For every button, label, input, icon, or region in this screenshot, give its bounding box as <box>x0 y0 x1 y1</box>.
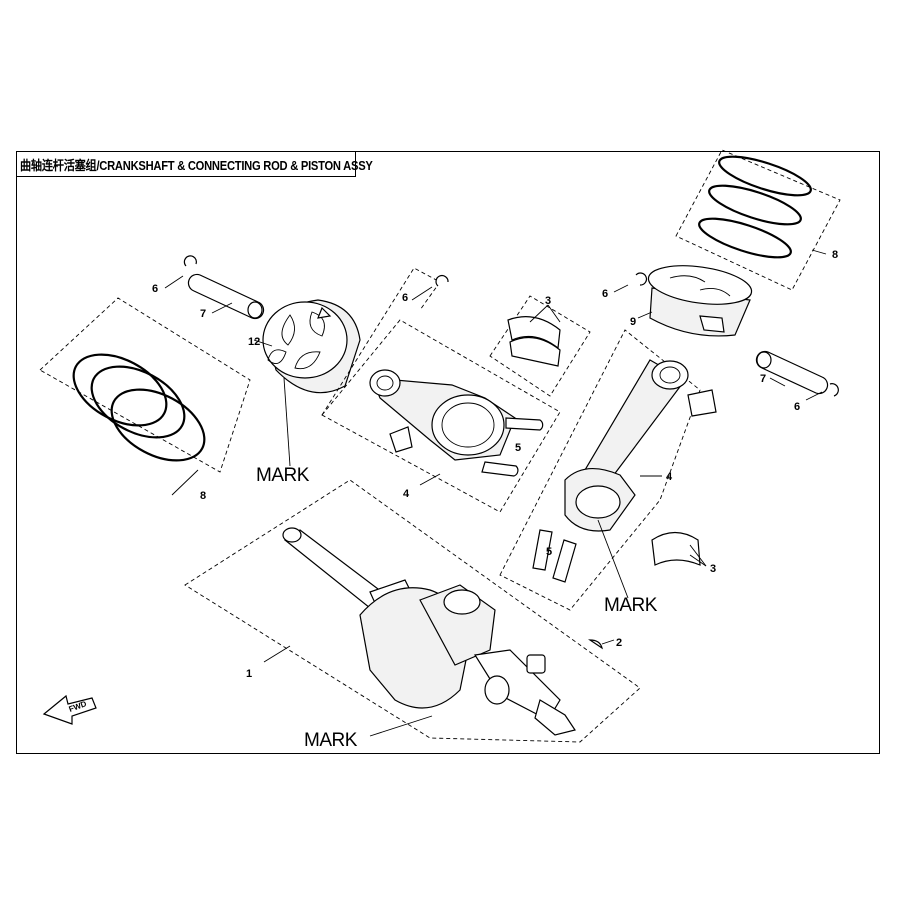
callout-9: 9 <box>630 316 636 328</box>
piston-rings-left <box>39 297 251 496</box>
callout-7-right: 7 <box>760 373 766 385</box>
callout-6-left: 6 <box>152 283 158 295</box>
fwd-arrow-icon: FWD <box>42 694 97 725</box>
mark-label-piston: MARK <box>256 465 310 486</box>
diagram-frame <box>16 151 880 754</box>
piston-left <box>253 299 361 467</box>
callout-8-right: 8 <box>832 249 838 261</box>
callout-4-right: 4 <box>666 471 673 483</box>
callout-4-left: 4 <box>403 488 410 500</box>
connecting-rod-right <box>499 329 717 611</box>
callout-8-left: 8 <box>200 490 206 502</box>
piston-right <box>613 265 753 337</box>
callout-3-right: 3 <box>710 563 716 575</box>
bearing-shells-right <box>651 531 707 567</box>
diagram-title: 曲轴连杆活塞组/CRANKSHAFT & CONNECTING ROD & PI… <box>20 158 373 173</box>
mark-label-crankshaft: MARK <box>304 730 358 751</box>
callout-1: 1 <box>246 668 252 680</box>
callout-6-mid: 6 <box>402 292 408 304</box>
callout-3-top: 3 <box>545 295 551 307</box>
title-box <box>16 151 356 177</box>
mark-label-conrod: MARK <box>604 595 658 616</box>
woodruff-key <box>588 639 615 650</box>
connecting-rod-left <box>321 267 561 513</box>
piston-rings-right <box>675 149 841 291</box>
callout-5-right: 5 <box>546 546 552 558</box>
piston-pin-right <box>755 350 839 401</box>
callout-5-mid: 5 <box>515 442 521 454</box>
callout-7-left: 7 <box>200 308 206 320</box>
piston-pin-left <box>164 255 265 320</box>
bearing-shells-top <box>489 295 591 397</box>
callout-6-right-top: 6 <box>602 288 608 300</box>
callout-12: 12 <box>248 336 260 348</box>
callout-2: 2 <box>616 637 622 649</box>
callout-6-right-bottom: 6 <box>794 401 800 413</box>
crankshaft <box>184 479 641 743</box>
